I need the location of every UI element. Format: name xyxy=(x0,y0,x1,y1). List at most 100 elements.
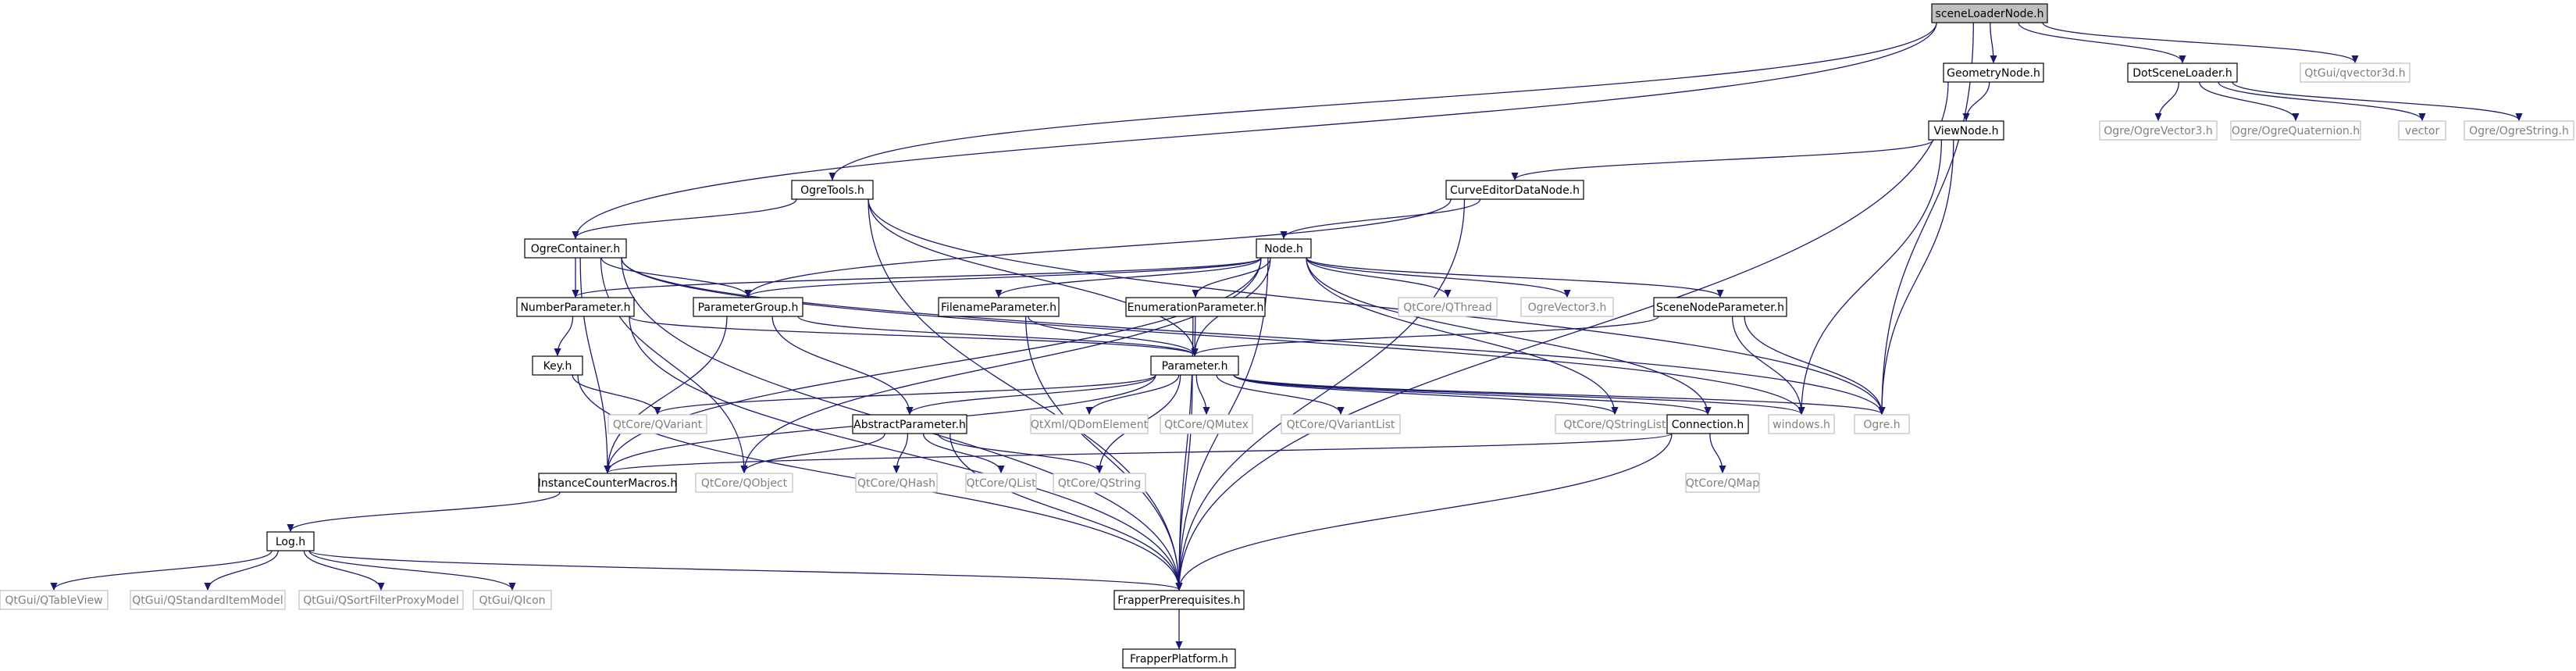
edge-ParameterGroup-to-AbstractParameter xyxy=(771,316,910,414)
node-Log[interactable]: Log.h xyxy=(266,531,315,551)
edge-OgreTools-to-Parameter xyxy=(868,198,1195,355)
edge-Connection-to-InstanceCounterMacros xyxy=(607,433,1673,473)
node-box xyxy=(1931,3,2048,23)
node-label: SceneNodeParameter.h xyxy=(1656,302,1784,314)
node-label: QtGui/QSortFilterProxyModel xyxy=(303,594,459,607)
node-QString: QtCore/QString xyxy=(1053,473,1146,493)
edge-AbstractParameter-to-QHash xyxy=(896,433,909,473)
edge-Node-to-QThread xyxy=(1306,257,1448,297)
edge-DotSceneLoader-to-OgreQuaternion xyxy=(2199,81,2296,120)
edge-OgreContainer-to-InstanceCounterMacros xyxy=(579,257,607,473)
edge-NumberParameter-to-Key xyxy=(558,316,574,355)
node-label: OgreVector3.h xyxy=(1528,302,1607,314)
node-label: QtCore/QVariant xyxy=(613,419,703,431)
node-InstanceCounterMacros[interactable]: InstanceCounterMacros.h xyxy=(538,473,677,493)
edge-Node-to-ParameterGroup xyxy=(748,257,1262,297)
node-box xyxy=(1281,414,1401,434)
edge-OgreTools-to-OgreContainer xyxy=(575,198,797,238)
node-label: DotSceneLoader.h xyxy=(2132,67,2232,80)
edge-SceneNodeParameter-to-Ogreh xyxy=(1744,316,1882,414)
node-box xyxy=(1445,180,1584,200)
node-OgreContainer[interactable]: OgreContainer.h xyxy=(524,238,627,259)
node-QObject: QtCore/QObject xyxy=(695,473,793,493)
node-label: Node.h xyxy=(1264,243,1303,255)
node-FilenameParameter[interactable]: FilenameParameter.h xyxy=(938,297,1060,317)
node-box xyxy=(1122,648,1236,669)
node-EnumerationParameter[interactable]: EnumerationParameter.h xyxy=(1125,297,1266,317)
node-label: GeometryNode.h xyxy=(1947,67,2040,80)
edge-Log-to-QSortFilterProxyModel xyxy=(303,550,381,590)
node-DotSceneLoader[interactable]: DotSceneLoader.h xyxy=(2127,62,2238,83)
node-Key[interactable]: Key.h xyxy=(532,355,583,376)
node-NumberParameter[interactable]: NumberParameter.h xyxy=(516,297,635,317)
node-QIcon: QtGui/QIcon xyxy=(472,590,552,610)
node-QMutex: QtCore/QMutex xyxy=(1160,414,1253,434)
node-CurveEditorDataNode[interactable]: CurveEditorDataNode.h xyxy=(1445,180,1584,200)
node-box xyxy=(1685,473,1760,493)
node-ParameterGroup[interactable]: ParameterGroup.h xyxy=(693,297,803,317)
node-OgreTools[interactable]: OgreTools.h xyxy=(791,180,874,200)
node-sceneLoaderNode[interactable]: sceneLoaderNode.h xyxy=(1931,3,2048,23)
node-label: Key.h xyxy=(543,360,572,373)
node-label: QtCore/QMap xyxy=(1686,477,1759,490)
node-label: FrapperPlatform.h xyxy=(1130,653,1228,666)
node-label: ViewNode.h xyxy=(1933,125,1998,137)
edge-SceneNodeParameter-to-windows xyxy=(1731,316,1801,414)
edge-Parameter-to-FrapperPrerequisites xyxy=(1179,374,1193,590)
edge-Parameter-to-QDomElement xyxy=(1089,374,1180,414)
node-label: QtCore/QVariantList xyxy=(1287,419,1395,431)
edge-OgreTools-to-Ogreh xyxy=(868,198,1882,414)
edge-sceneLoaderNode-to-GeometryNode xyxy=(1990,22,1993,62)
node-Connection[interactable]: Connection.h xyxy=(1666,414,1749,434)
edge-Parameter-to-AbstractParameter xyxy=(910,374,1156,414)
node-ViewNode[interactable]: ViewNode.h xyxy=(1928,120,2004,141)
node-box xyxy=(1256,238,1312,259)
node-label: QtCore/QObject xyxy=(701,477,788,490)
node-windows: windows.h xyxy=(1768,414,1835,434)
node-AbstractParameter[interactable]: AbstractParameter.h xyxy=(852,414,967,434)
node-FrapperPlatform[interactable]: FrapperPlatform.h xyxy=(1122,648,1236,669)
node-QMap: QtCore/QMap xyxy=(1685,473,1760,493)
node-SceneNodeParameter[interactable]: SceneNodeParameter.h xyxy=(1653,297,1787,317)
node-QVariantList: QtCore/QVariantList xyxy=(1281,414,1401,434)
edge-NumberParameter-to-FrapperPrerequisites xyxy=(629,316,1179,590)
node-box xyxy=(266,531,315,551)
node-GeometryNode[interactable]: GeometryNode.h xyxy=(1943,62,2044,83)
node-Parameter[interactable]: Parameter.h xyxy=(1150,355,1239,376)
node-qvector3d: QtGui/qvector3d.h xyxy=(2300,62,2410,83)
node-label: QtCore/QString xyxy=(1058,477,1141,490)
edge-CurveEditorDataNode-to-ParameterGroup xyxy=(748,198,1452,297)
node-QList: QtCore/QList xyxy=(965,473,1037,493)
edge-Log-to-QStandardItemModel xyxy=(208,550,279,590)
edge-Parameter-to-windows xyxy=(1233,374,1801,414)
node-label: OgreContainer.h xyxy=(531,243,620,255)
node-QSortFilterProxyModel: QtGui/QSortFilterProxyModel xyxy=(298,590,464,610)
node-label: Parameter.h xyxy=(1162,360,1228,373)
edge-Node-to-Connection xyxy=(1306,257,1708,414)
node-label: vector xyxy=(2405,125,2440,137)
node-QDomElement: QtXml/QDomElement xyxy=(1030,414,1149,434)
edge-SceneNodeParameter-to-Parameter xyxy=(1195,316,1659,355)
edge-FilenameParameter-to-Parameter xyxy=(1028,316,1195,355)
edge-Node-to-FilenameParameter xyxy=(999,257,1262,297)
edge-Node-to-QStringList xyxy=(1306,257,1615,414)
node-FrapperPrerequisites[interactable]: FrapperPrerequisites.h xyxy=(1113,590,1245,610)
node-label: QtCore/QMutex xyxy=(1164,419,1249,431)
node-Node[interactable]: Node.h xyxy=(1256,238,1312,259)
node-label: Ogre/OgreVector3.h xyxy=(2104,125,2213,137)
node-box xyxy=(2398,120,2446,141)
edge-Node-to-EnumerationParameter xyxy=(1195,257,1271,297)
edge-ParameterGroup-to-Parameter xyxy=(797,316,1195,355)
node-box xyxy=(472,590,552,610)
edge-Parameter-to-QMutex xyxy=(1195,374,1206,414)
node-box xyxy=(1928,120,2004,141)
edge-AbstractParameter-to-QString xyxy=(937,433,1099,473)
node-QTableView: QtGui/QTableView xyxy=(0,590,109,610)
node-box xyxy=(1398,297,1498,317)
edge-Parameter-to-QVariantList xyxy=(1216,374,1341,414)
edge-InstanceCounterMacros-to-Log xyxy=(290,491,561,531)
node-QVariant: QtCore/QVariant xyxy=(607,414,707,434)
edge-Parameter-to-Ogreh xyxy=(1233,374,1882,414)
node-label: CurveEditorDataNode.h xyxy=(1450,184,1580,197)
